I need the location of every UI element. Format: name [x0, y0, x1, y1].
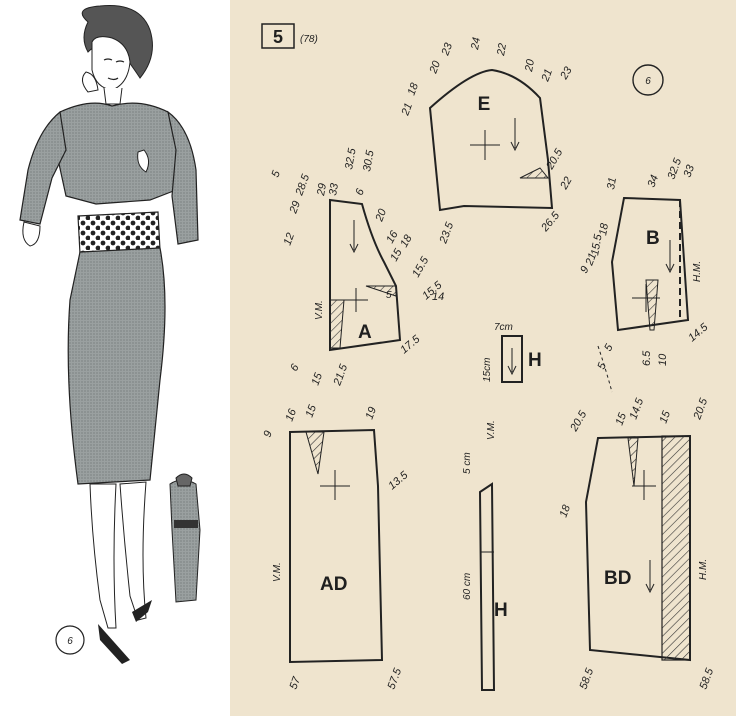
measurement-label: 31: [605, 176, 619, 190]
piece-BD: BD H.M. 20.5 15 14.5 15 20.5 18 58.5 58.…: [558, 396, 717, 691]
measurement-label: 33: [327, 182, 341, 197]
piece-E-label: E: [478, 94, 491, 115]
bodice: [55, 102, 183, 205]
measurement-label: 5: [270, 168, 284, 179]
measurement-label: 32.5: [343, 146, 359, 170]
measurement-label: 24: [469, 36, 483, 51]
piece-H-small: 7cm 15cm H V.M.: [482, 322, 542, 440]
measurement-label: 10: [657, 353, 669, 366]
measurement-label: 20: [373, 207, 389, 224]
measurement-label: 15: [658, 409, 674, 425]
measurement-label: 9: [262, 429, 275, 439]
plate-ref: (78): [300, 34, 318, 45]
measurement-label: 18: [597, 222, 611, 237]
pattern-badge: [632, 64, 664, 96]
measurement-label: 5 cm: [462, 452, 473, 474]
fashion-illustration: 6: [0, 0, 230, 716]
back-view-thumbnail: [169, 473, 201, 603]
measurement-label: 22: [495, 42, 509, 57]
measurement-label: 60 cm: [462, 573, 473, 600]
measurement-label: 30.5: [361, 148, 377, 172]
skirt: [67, 247, 166, 485]
measurement-label: V.M.: [314, 300, 325, 320]
measurement-label: 23: [439, 41, 455, 58]
measurement-label: 18: [558, 503, 574, 519]
plate-number-box: [261, 23, 295, 49]
piece-B: B H.M. 31 34 32.5 33 18 15.5 21 9 14.5 5…: [578, 156, 711, 371]
figure-number-badge: [55, 625, 85, 655]
measurement-label: 5: [386, 290, 392, 301]
measurement-label: 29: [287, 199, 303, 216]
measurement-label: 20: [523, 58, 537, 74]
measurement-label: 15: [310, 371, 326, 387]
pattern-paper: [230, 0, 736, 716]
measurement-label: H.M.: [692, 261, 703, 282]
measurement-label: 6: [354, 186, 368, 197]
piece-BD-label: BD: [604, 568, 631, 589]
measurement-label: 18: [406, 81, 422, 97]
piece-AD-label: AD: [320, 574, 347, 595]
belt: [77, 211, 161, 255]
measurement-label: 21: [539, 67, 555, 84]
measurement-label: 6.5: [641, 350, 653, 366]
measurement-label: 16: [284, 407, 300, 423]
measurement-label: V.M.: [272, 562, 283, 582]
measurement-label: 15: [614, 411, 630, 427]
piece-H-long: 5 cm 60 cm H: [462, 452, 508, 691]
measurement-label: 29: [315, 182, 329, 197]
measurement-label: 22: [558, 175, 575, 192]
measurement-label: 57: [288, 675, 304, 691]
measurement-label: 15cm: [482, 358, 493, 382]
measurement-label: 9: [578, 264, 591, 275]
measurement-label: 14: [432, 291, 444, 303]
pattern-badge-label: 6: [645, 76, 651, 87]
measurement-label: 20: [427, 59, 443, 76]
face: [91, 36, 131, 91]
measurement-label: H.M.: [698, 559, 709, 580]
figure-number: 6: [67, 636, 73, 647]
plate-number: 5: [273, 27, 283, 47]
measurement-label: 7cm: [494, 322, 513, 333]
guide-curve: [597, 345, 613, 393]
measurement-label: 15: [304, 403, 320, 419]
measurement-label: 34: [646, 173, 661, 189]
measurement-label: 21: [399, 101, 415, 118]
measurement-label: 33: [682, 163, 698, 179]
measurement-label: 15.5: [589, 232, 605, 256]
piece-H-small-label: H: [528, 350, 542, 371]
piece-B-label: B: [646, 228, 660, 249]
measurement-label: 21: [583, 251, 599, 268]
piece-A-label: A: [358, 322, 372, 343]
measurement-label: V.M.: [486, 420, 497, 440]
measurement-label: 12: [282, 231, 297, 247]
measurement-label: 5: [596, 360, 610, 371]
piece-H-long-label: H: [494, 600, 508, 621]
measurement-label: 19: [364, 405, 379, 421]
